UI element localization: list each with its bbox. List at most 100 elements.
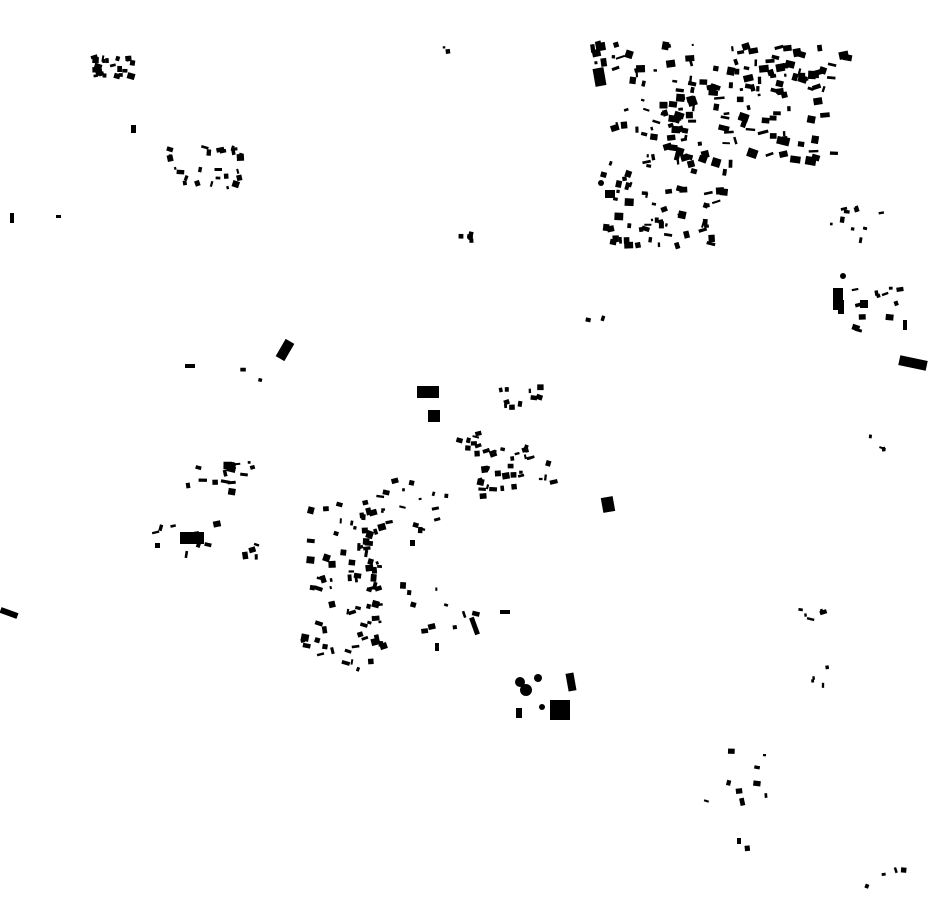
building	[109, 63, 116, 68]
building	[812, 676, 816, 680]
building	[340, 549, 347, 556]
building	[592, 67, 607, 87]
building	[355, 666, 361, 672]
building	[101, 55, 105, 62]
building	[500, 610, 510, 614]
building	[797, 68, 802, 75]
building	[885, 313, 894, 321]
building	[226, 185, 230, 190]
building	[99, 68, 102, 74]
building	[275, 338, 295, 362]
building	[223, 173, 229, 179]
building-clusters	[90, 40, 907, 889]
building	[173, 166, 177, 170]
building	[661, 109, 669, 117]
building	[650, 126, 654, 131]
building	[737, 111, 750, 123]
building	[375, 560, 380, 565]
building	[833, 288, 843, 310]
building	[660, 205, 668, 213]
building	[328, 560, 336, 568]
building	[722, 142, 730, 145]
building	[479, 493, 487, 500]
building	[214, 167, 223, 171]
building	[762, 754, 766, 757]
building	[489, 486, 498, 492]
building	[733, 136, 738, 145]
building	[708, 234, 715, 243]
building	[829, 151, 838, 156]
building	[641, 191, 648, 196]
building	[723, 111, 730, 116]
building	[650, 153, 656, 161]
building	[664, 223, 668, 227]
round-building	[840, 273, 846, 279]
building	[752, 780, 761, 787]
building	[825, 665, 830, 670]
building	[738, 116, 744, 120]
building	[549, 478, 558, 485]
building	[412, 522, 420, 529]
building	[858, 237, 863, 244]
building	[700, 149, 710, 159]
building	[900, 867, 907, 873]
building	[739, 797, 746, 807]
building	[605, 190, 615, 198]
building	[612, 41, 620, 48]
building	[347, 574, 352, 582]
building	[362, 538, 370, 545]
building	[344, 648, 352, 654]
building	[658, 221, 664, 229]
building	[743, 66, 750, 71]
building	[367, 658, 374, 665]
building	[745, 127, 756, 132]
building	[361, 514, 366, 521]
building	[306, 506, 315, 515]
building	[797, 50, 807, 59]
building	[710, 157, 722, 168]
building	[478, 487, 486, 492]
building	[838, 300, 844, 314]
building	[10, 213, 14, 223]
building	[465, 437, 471, 444]
building	[789, 155, 801, 164]
building	[363, 546, 371, 551]
building	[725, 779, 732, 786]
building	[93, 74, 99, 78]
building	[368, 508, 378, 517]
building	[195, 465, 202, 471]
building	[348, 559, 356, 566]
round-building	[539, 704, 545, 710]
building	[227, 480, 236, 485]
building	[821, 85, 826, 93]
building	[370, 573, 377, 582]
building	[258, 377, 263, 383]
building	[671, 125, 681, 134]
building	[673, 241, 681, 250]
building	[657, 242, 661, 248]
building	[756, 85, 760, 92]
individual-buildings	[0, 67, 928, 844]
building	[182, 180, 188, 186]
building	[673, 152, 681, 161]
building	[248, 546, 257, 554]
building	[774, 44, 784, 51]
building	[510, 456, 515, 461]
building	[691, 43, 694, 47]
building	[185, 482, 191, 489]
building	[365, 564, 374, 572]
building	[742, 73, 754, 83]
round-building	[515, 677, 525, 687]
building	[155, 543, 160, 548]
building	[782, 131, 786, 137]
building	[843, 209, 850, 214]
building	[184, 550, 189, 559]
building	[711, 199, 721, 205]
building	[675, 114, 682, 121]
building	[733, 58, 739, 66]
building	[361, 635, 369, 641]
building	[680, 137, 688, 142]
building	[227, 487, 236, 496]
building	[640, 131, 648, 137]
